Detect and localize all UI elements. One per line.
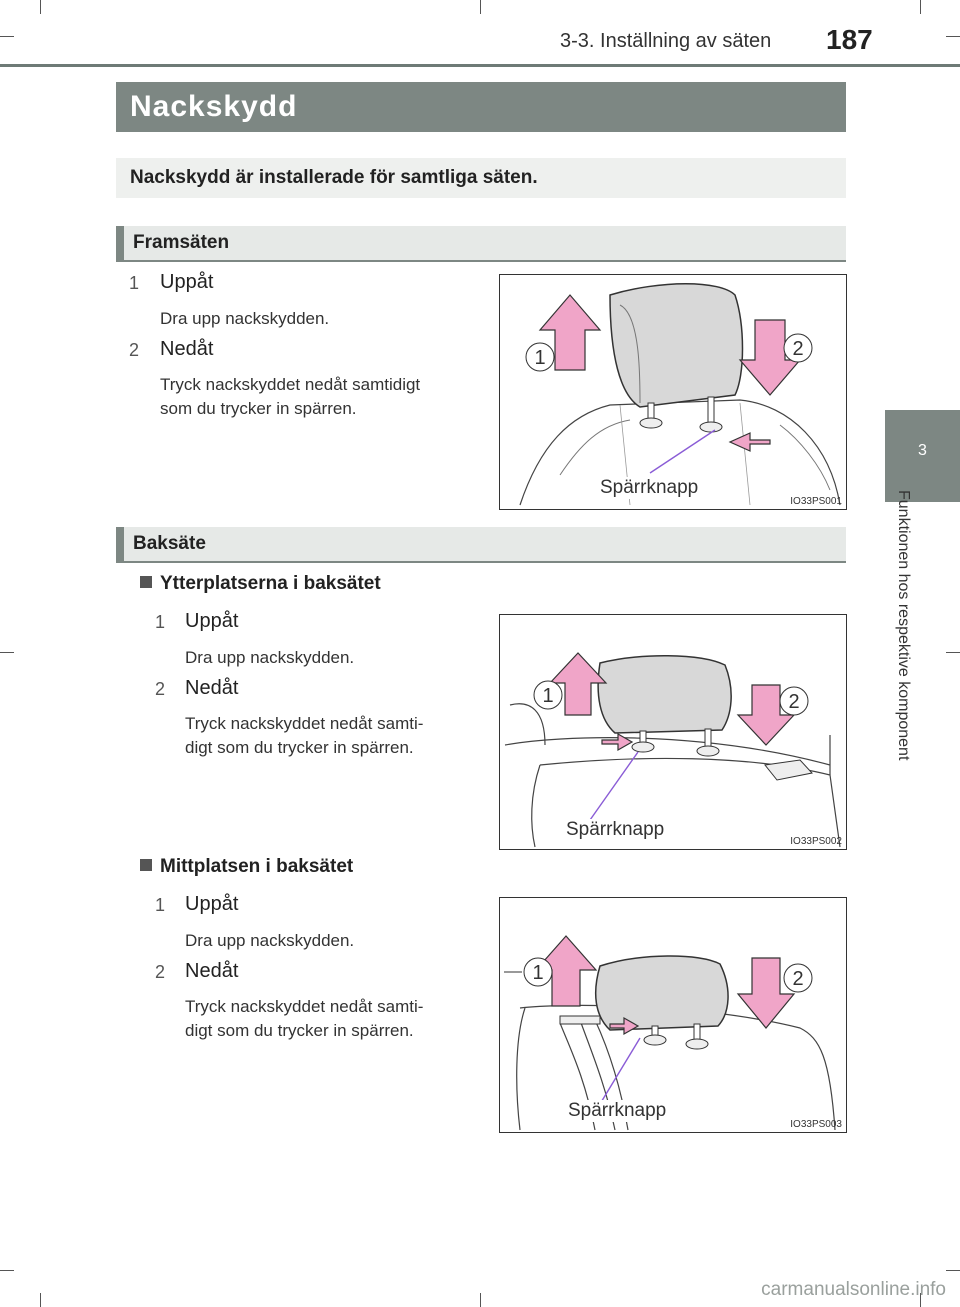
headrest-illustration: 1 2 <box>504 652 841 848</box>
callout-spärrknapp: Spärrknapp <box>564 819 667 841</box>
crop-mark <box>0 652 14 653</box>
arrow-down-number: 2 <box>792 968 803 990</box>
crop-mark <box>920 1293 921 1307</box>
crop-mark <box>480 1293 481 1307</box>
crop-mark <box>480 0 481 14</box>
item-label-down: Nedåt <box>185 677 239 699</box>
subheading-text: Ytterplatserna i baksätet <box>160 573 381 594</box>
section-front-seats: Framsäten <box>116 226 846 262</box>
subheading-outer-seats: Ytterplatserna i baksätet <box>140 573 381 595</box>
figure-code: IO33PS001 <box>790 496 842 507</box>
arrow-up-number-circle <box>525 342 555 372</box>
callout-spärrknapp: Spärrknapp <box>598 477 701 499</box>
callout-spärrknapp: Spärrknapp <box>566 1100 669 1122</box>
section-heading: Framsäten <box>133 232 230 253</box>
arrow-up-number: 1 <box>532 962 543 984</box>
intro-box: Nackskydd är installerade för samtliga s… <box>116 158 846 198</box>
section-accent <box>116 527 124 561</box>
figure-code: IO33PS003 <box>790 1119 842 1130</box>
arrow-up-number: 1 <box>542 685 553 707</box>
crop-mark <box>946 652 960 653</box>
page-number: 187 <box>826 24 873 55</box>
arrow-up-number: 1 <box>534 347 545 369</box>
headrest-illustration: 1 2 <box>519 283 841 506</box>
item-desc: Tryck nackskyddet nedåt samti- <box>185 714 424 733</box>
item-number: 2 <box>128 340 139 360</box>
figure-rear-center-headrest: 1 2 Spärrknapp IO33PS003 <box>499 897 847 1133</box>
item-desc: Dra upp nackskydden. <box>185 648 355 667</box>
chapter-title: Funktionen hos respektive komponent <box>895 490 912 761</box>
crop-mark <box>40 0 41 14</box>
item-number: 1 <box>128 273 139 293</box>
watermark: carmanualsonline.info <box>761 1279 946 1300</box>
headrest-illustration: 1 2 <box>504 935 836 1131</box>
item-desc: digt som du trycker in spärren. <box>185 738 414 757</box>
header-rule <box>0 64 960 67</box>
item-desc: Dra upp nackskydden. <box>160 309 330 328</box>
subheading-center-seat: Mittplatsen i baksätet <box>140 856 353 878</box>
chapter-number: 3 <box>918 442 927 459</box>
subheading-text: Mittplatsen i baksätet <box>160 856 354 877</box>
crop-mark <box>920 0 921 14</box>
item-label-down: Nedåt <box>185 960 239 982</box>
item-label-up: Uppåt <box>185 610 239 632</box>
crop-mark <box>0 1270 14 1271</box>
square-bullet-icon <box>140 859 152 871</box>
page-title-bar: Nackskydd <box>116 82 846 132</box>
item-number: 1 <box>154 612 165 632</box>
figure-rear-outer-headrest: 1 2 Spärrknapp IO33PS002 <box>499 614 847 850</box>
item-desc: som du trycker in spärren. <box>160 399 357 418</box>
arrow-down-number: 2 <box>792 338 803 360</box>
item-desc: digt som du trycker in spärren. <box>185 1021 414 1040</box>
arrow-down-number: 2 <box>788 691 799 713</box>
section-rear-seats: Baksäte <box>116 527 846 563</box>
section-heading: Baksäte <box>133 533 206 554</box>
arrow-down-number-circle <box>783 333 813 363</box>
item-number: 1 <box>154 895 165 915</box>
crop-mark <box>946 36 960 37</box>
item-desc: Tryck nackskyddet nedåt samti- <box>185 997 424 1016</box>
section-accent <box>116 226 124 260</box>
crop-mark <box>40 1293 41 1307</box>
chapter-title-vertical: Funktionen hos respektive komponent <box>888 490 918 835</box>
item-number: 2 <box>154 962 165 982</box>
chapter-tab: 3 <box>885 410 960 502</box>
item-label-up: Uppåt <box>160 271 214 293</box>
crop-mark <box>0 36 14 37</box>
item-desc: Tryck nackskyddet nedåt samtidigt <box>160 375 421 394</box>
figure-front-headrest: 1 2 Spärrknapp IO33PS001 <box>499 274 847 510</box>
item-number: 2 <box>154 679 165 699</box>
figure-code: IO33PS002 <box>790 836 842 847</box>
item-desc: Dra upp nackskydden. <box>185 931 355 950</box>
square-bullet-icon <box>140 576 152 588</box>
running-header: 3-3. Inställning av säten <box>560 30 772 52</box>
item-label-down: Nedåt <box>160 338 214 360</box>
crop-mark <box>946 1270 960 1271</box>
intro-text: Nackskydd är installerade för samtliga s… <box>130 167 538 188</box>
page-title: Nackskydd <box>130 90 298 123</box>
item-label-up: Uppåt <box>185 893 239 915</box>
